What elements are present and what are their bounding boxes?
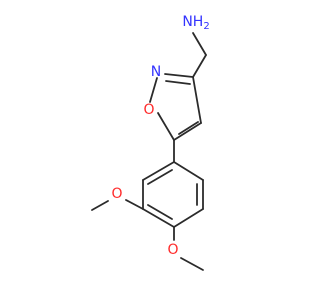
bond-ar3-ar4 xyxy=(142,208,175,228)
bond-n2-o1 xyxy=(149,77,158,103)
bond-ar1-ar2 xyxy=(142,161,175,181)
bond-o-lower-ch3 xyxy=(180,257,204,271)
bond-o-upper-ch3 xyxy=(91,200,109,211)
atom-ring-n-label: N xyxy=(151,64,161,80)
bond-n-ch2 xyxy=(192,32,207,56)
bond-c3-n2-double-b xyxy=(165,80,191,85)
bond-c3-n2-double-a xyxy=(164,73,194,78)
structure-diagram: NH2 N O O O xyxy=(91,14,210,271)
atom-methoxy-o-upper-label: O xyxy=(111,186,122,202)
bond-c4-c3 xyxy=(192,76,202,124)
bond-ar1-ar2-inner xyxy=(147,169,173,185)
atom-amine-label: NH2 xyxy=(182,14,209,32)
bond-ch2-c3 xyxy=(192,54,207,78)
bond-o1-c5 xyxy=(157,112,175,141)
bond-c5-c4-double-a xyxy=(173,122,202,141)
bond-ar6-ar1 xyxy=(173,161,204,181)
bond-ar3-ar4-inner xyxy=(147,204,173,220)
bond-c5-c4-double-b xyxy=(178,121,199,135)
atom-methoxy-o-lower-label: O xyxy=(167,242,178,258)
bond-ar4-ar5 xyxy=(173,208,204,228)
atom-ring-o-label: O xyxy=(143,102,154,118)
bond-ar3-o-upper xyxy=(125,199,144,210)
